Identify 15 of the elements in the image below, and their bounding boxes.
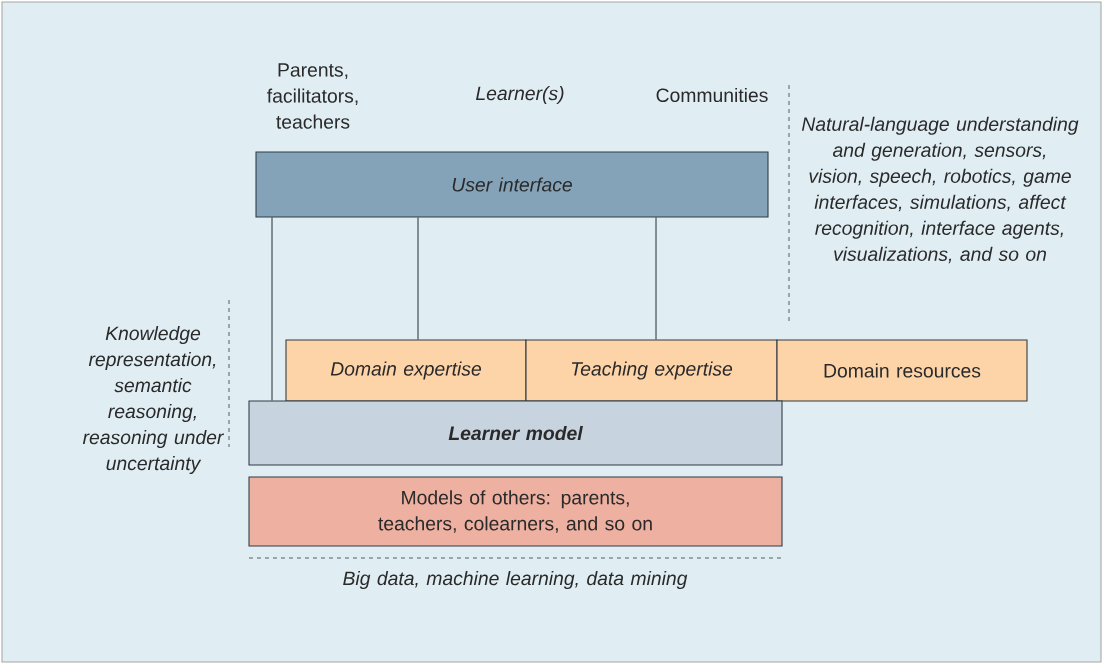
connector-line	[655, 217, 657, 340]
model-box: Models of others: parents, teachers, colearners, and so on	[248, 476, 783, 547]
text-label: Knowledge representation, semantic reasoning, reasoning under uncertainty	[82, 326, 224, 474]
text-label: Communities	[656, 87, 768, 103]
interface-box: User interface	[255, 151, 769, 218]
text-label: Parents, facilitators, teachers	[267, 63, 358, 129]
component-box: Domain expertise	[285, 339, 527, 402]
model-box: Learner model	[248, 400, 783, 466]
text-label: Natural-language understanding and generation, sensors, vision, speech, robotics, game interfaces, simulations, affect recognition, interface agents, visualizations, and so on	[801, 116, 1079, 264]
component-box: Domain resources	[776, 339, 1028, 402]
connector-line	[271, 217, 273, 401]
connector-line	[417, 217, 419, 340]
component-box: Teaching expertise	[525, 339, 778, 402]
text-label: Big data, machine learning, data mining	[343, 571, 688, 589]
text-label: Learner(s)	[476, 86, 564, 104]
